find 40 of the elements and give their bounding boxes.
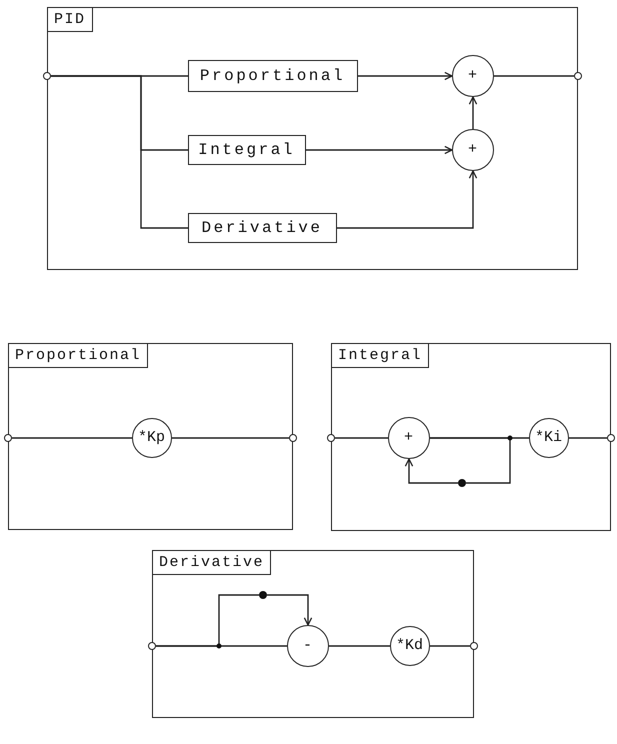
connector-line bbox=[51, 75, 188, 229]
port-circle bbox=[574, 72, 582, 80]
operator-circle: *Ki bbox=[528, 418, 568, 458]
arrow bbox=[358, 72, 453, 80]
connector-line bbox=[172, 437, 289, 439]
block-box: Derivative bbox=[188, 212, 336, 242]
arrow bbox=[306, 146, 453, 154]
arrow bbox=[468, 96, 478, 129]
operator-circle: + bbox=[452, 54, 494, 96]
arrow bbox=[267, 594, 312, 626]
operator-circle: + bbox=[388, 416, 430, 458]
delay-dot bbox=[458, 478, 466, 486]
port-circle bbox=[148, 642, 156, 650]
port-circle bbox=[4, 434, 12, 442]
operator-circle: + bbox=[452, 128, 494, 170]
connector-line bbox=[12, 437, 132, 439]
arrow bbox=[337, 170, 478, 229]
connector-line bbox=[329, 645, 390, 647]
connector-line bbox=[156, 594, 259, 647]
delay-dot bbox=[258, 590, 266, 598]
connector-line bbox=[569, 437, 607, 439]
port-circle bbox=[42, 72, 50, 80]
connector-line bbox=[430, 645, 470, 647]
operator-circle: *Kd bbox=[390, 626, 430, 666]
arrow bbox=[404, 458, 458, 484]
port-circle bbox=[606, 434, 614, 442]
block-box: Proportional bbox=[188, 60, 358, 92]
port-circle bbox=[288, 434, 296, 442]
frame-title: PID bbox=[48, 8, 93, 32]
frame-title: Integral bbox=[332, 344, 430, 368]
frame-title: Derivative bbox=[153, 551, 272, 575]
block-box: Integral bbox=[188, 134, 306, 164]
connector-line bbox=[335, 437, 388, 439]
operator-circle: *Kp bbox=[132, 418, 172, 458]
port-circle bbox=[470, 642, 478, 650]
frame-title: Proportional bbox=[9, 344, 148, 368]
operator-circle: - bbox=[286, 624, 328, 666]
connector-line bbox=[494, 75, 574, 77]
connector-line bbox=[430, 437, 511, 484]
port-circle bbox=[326, 434, 334, 442]
